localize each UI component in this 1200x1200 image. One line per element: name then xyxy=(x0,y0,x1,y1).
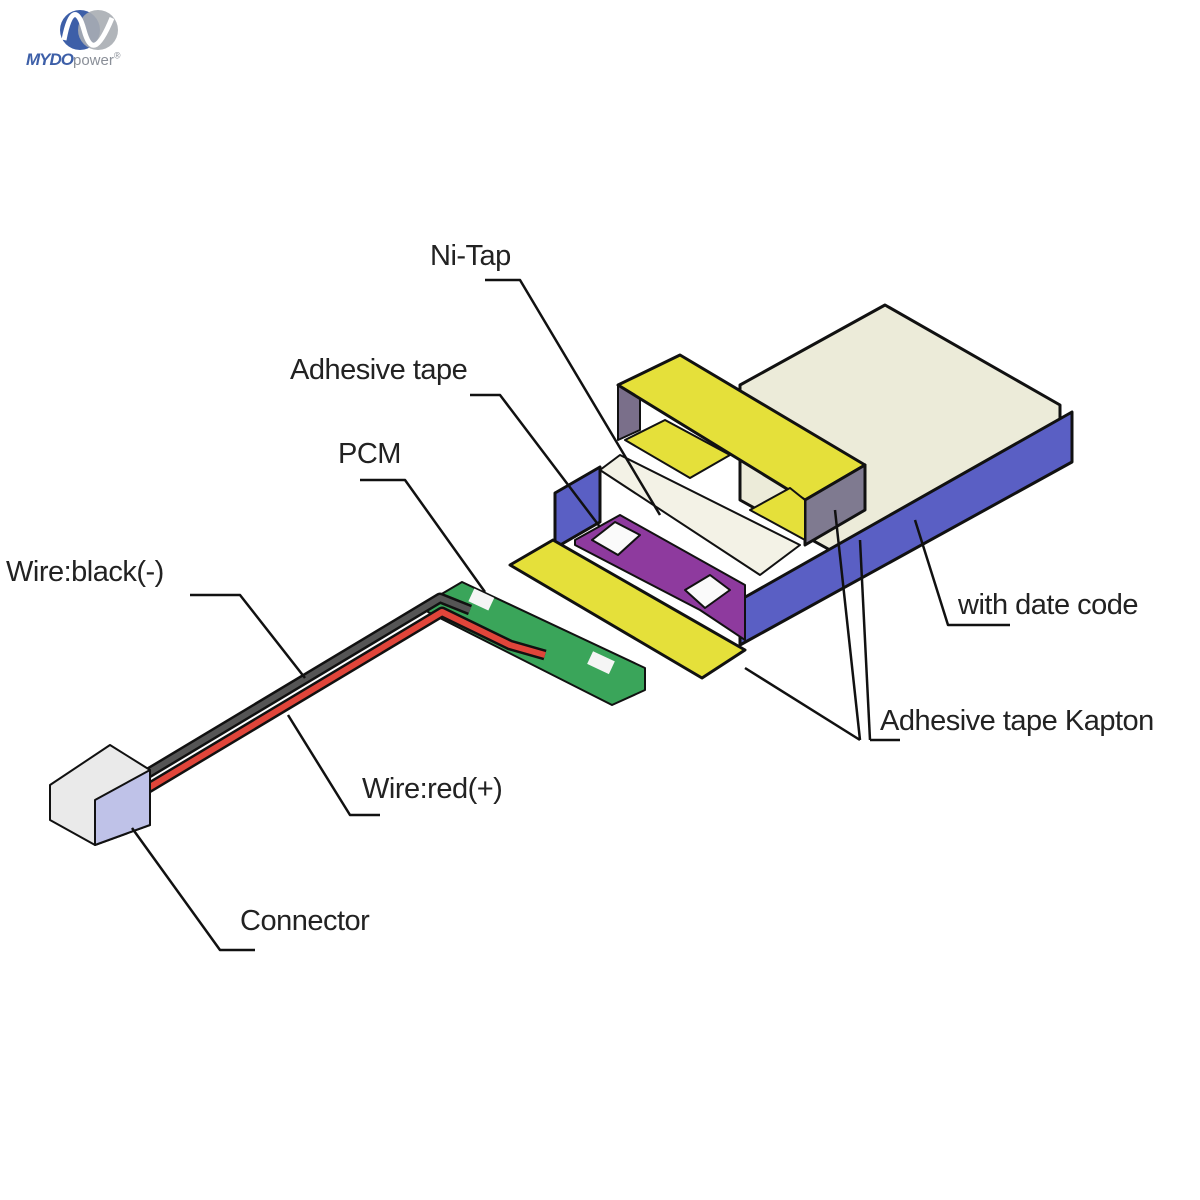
logo xyxy=(22,6,152,76)
label-wire-black: Wire:black(-) xyxy=(6,556,164,588)
wire-red-inner xyxy=(143,609,546,793)
logo-suffix: power xyxy=(73,52,114,69)
wire-red xyxy=(142,606,547,795)
tray-left-end xyxy=(553,465,602,550)
leader-lines xyxy=(130,278,1010,952)
logo-text: MYDOpower® xyxy=(26,50,121,70)
label-connector: Connector xyxy=(240,905,370,937)
logo-brand: MYDO xyxy=(26,50,74,69)
label-date-code: with date code xyxy=(958,589,1139,621)
logo-mark-icon xyxy=(60,10,118,50)
label-adhesive-tape: Adhesive tape xyxy=(290,354,468,386)
kapton-strip xyxy=(508,538,747,680)
pcb-board xyxy=(427,581,646,706)
label-kapton: Adhesive tape Kapton xyxy=(880,705,1154,737)
tape-loop-inner xyxy=(624,419,731,479)
label-ni-tap: Ni-Tap xyxy=(430,240,511,272)
pcb-component xyxy=(468,588,495,611)
component-white-1 xyxy=(591,521,641,556)
component-white-2 xyxy=(684,574,731,609)
tape-loop-inner-2 xyxy=(749,487,806,541)
wire-black-inner xyxy=(138,595,472,781)
logo-registered: ® xyxy=(113,50,121,61)
connector-face xyxy=(94,769,151,846)
label-wire-red: Wire:red(+) xyxy=(362,773,503,805)
label-pcm: PCM xyxy=(338,438,401,470)
cell-inner xyxy=(599,454,801,576)
pcb-component xyxy=(587,651,615,675)
